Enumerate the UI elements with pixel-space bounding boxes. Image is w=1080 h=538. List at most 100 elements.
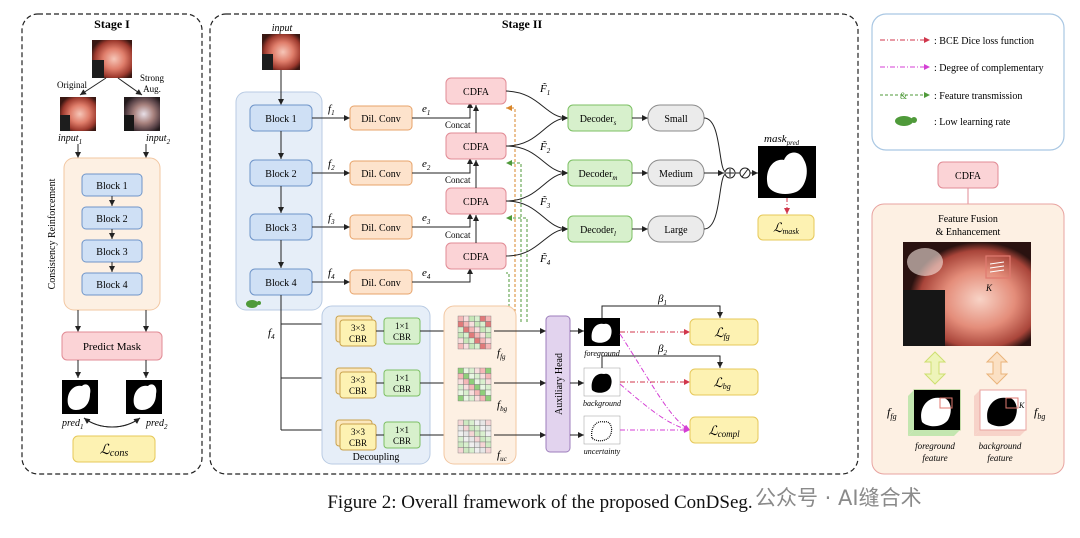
- feature-map-cell: [457, 395, 464, 402]
- size-medium-label: Medium: [659, 169, 693, 180]
- feature-map-cell: [474, 343, 481, 350]
- stage2-block-3-label: Block 3: [265, 223, 296, 234]
- feature-map-cell: [474, 425, 481, 432]
- feature-map-cell: [479, 321, 486, 328]
- feature-map-cell: [479, 389, 486, 396]
- feature-map-cell: [468, 447, 475, 454]
- feature-map-cell: [468, 384, 475, 391]
- fg-caption-2: feature: [922, 453, 947, 463]
- e2-label: e2: [422, 158, 431, 172]
- feature-map-cell: [485, 332, 492, 339]
- e3-label: e3: [422, 212, 431, 226]
- feature-map-cell: [479, 315, 486, 322]
- predict-mask-box: [61, 331, 163, 361]
- svg-text:CBR: CBR: [349, 386, 367, 396]
- stage1-block-4: [81, 272, 143, 296]
- svg-text:3×3: 3×3: [351, 427, 366, 437]
- f4-branch-label: f4: [268, 327, 275, 341]
- decoder-l-label: Decoderl: [580, 225, 616, 238]
- mask-pred-label: maskpred: [764, 133, 800, 147]
- legend-turtle-icon: [895, 116, 917, 126]
- feature-map-cell: [463, 384, 470, 391]
- legend-transmission-text: : Feature transmission: [934, 91, 1022, 102]
- feature-map-cell: [468, 321, 475, 328]
- svg-text:1×1: 1×1: [395, 373, 409, 383]
- feature-map-cell: [463, 326, 470, 333]
- size-small-label: Small: [664, 114, 688, 125]
- strong-label: Strong: [140, 73, 165, 83]
- feature-map-cell: [479, 373, 486, 380]
- feature-map-cell: [463, 343, 470, 350]
- cdfa-box-4-label: CDFA: [463, 252, 490, 263]
- feature-map-cell: [474, 441, 481, 448]
- watermark: 公众号 · AI缝合术: [755, 486, 922, 510]
- stage1-block-1-label: Block 1: [96, 181, 127, 192]
- loss-cons-box: [72, 435, 156, 463]
- feature-map-cell: [457, 315, 464, 322]
- feature-map-cell: [457, 425, 464, 432]
- legend: : BCE Dice loss function : Degree of com…: [871, 13, 1065, 151]
- predict-mask-label: Predict Mask: [83, 341, 142, 353]
- dil-conv-1-label: Dil. Conv: [361, 114, 400, 125]
- feature-map-cell: [479, 367, 486, 374]
- size-column: Small Medium Large: [647, 104, 727, 243]
- feature-map-cell: [485, 378, 492, 385]
- feature-map-cell: [463, 321, 470, 328]
- feature-map-cell: [474, 321, 481, 328]
- consistency-reinforcement-label: Consistency Reinforcement: [47, 178, 58, 289]
- f-bg-label: fbg: [497, 399, 508, 413]
- input2-image: [124, 97, 160, 131]
- cdfa-box-3-label: CDFA: [463, 197, 490, 208]
- aux-foreground-image: [584, 318, 620, 346]
- aux-uncertainty-label: uncertainty: [584, 447, 621, 456]
- stage2-block-1-label: Block 1: [265, 114, 296, 125]
- background-feature-cube: K: [974, 389, 1027, 436]
- concat-label-2: Concat: [445, 175, 471, 185]
- feature-map-cell: [468, 315, 475, 322]
- feature-map-cell: [485, 384, 492, 391]
- feature-map-cell: [457, 419, 464, 426]
- feature-map-cell: [457, 378, 464, 385]
- feature-map-cell: [479, 447, 486, 454]
- feature-map-cell: [474, 337, 481, 344]
- feature-map-cell: [468, 436, 475, 443]
- feature-map-cell: [479, 326, 486, 333]
- feature-map-cell: [485, 395, 492, 402]
- stage2-block-4-label: Block 4: [265, 278, 296, 289]
- e4-label: e4: [422, 267, 431, 281]
- loss-compl-box: [689, 416, 759, 444]
- cdfa-box-2-label: CDFA: [463, 142, 490, 153]
- aug-label: Aug.: [143, 84, 161, 94]
- concat-label-1: Concat: [445, 120, 471, 130]
- auxiliary-head-label: Auxiliary Head: [554, 353, 565, 415]
- feature-map-cell: [463, 337, 470, 344]
- stage2-frame: [209, 13, 859, 475]
- stage2-title: Stage II: [502, 17, 543, 31]
- svg-text:CBR: CBR: [393, 332, 411, 342]
- svg-text:CBR: CBR: [393, 436, 411, 446]
- feature-map-cell: [468, 395, 475, 402]
- f2-label: f2: [328, 158, 335, 172]
- dil-conv-4-label: Dil. Conv: [361, 278, 400, 289]
- feature-map-cell: [468, 425, 475, 432]
- feature-map-bg: [457, 367, 492, 402]
- stage1-title: Stage I: [94, 17, 130, 31]
- feature-map-cell: [485, 419, 492, 426]
- cdfa-subtitle-2: & Enhancement: [936, 227, 1001, 238]
- feature-map-cell: [474, 384, 481, 391]
- aux-foreground-label: foreground: [584, 349, 620, 358]
- f-uc-label: fuc: [497, 449, 508, 463]
- cbr3-bg: [339, 371, 377, 399]
- feature-map-cell: [457, 447, 464, 454]
- concat-label-3: Concat: [445, 230, 471, 240]
- feature-map-cell: [479, 436, 486, 443]
- size-large-label: Large: [664, 225, 688, 236]
- encoder-column: [235, 91, 323, 311]
- input1-label: input1: [58, 133, 82, 146]
- foreground-feature-cube: [908, 389, 961, 436]
- feature-map-uc: [457, 419, 492, 454]
- feature-map-cell: [485, 337, 492, 344]
- stage2-input-label: input: [272, 23, 293, 34]
- svg-text:3×3: 3×3: [351, 375, 366, 385]
- svg-text:1×1: 1×1: [395, 321, 409, 331]
